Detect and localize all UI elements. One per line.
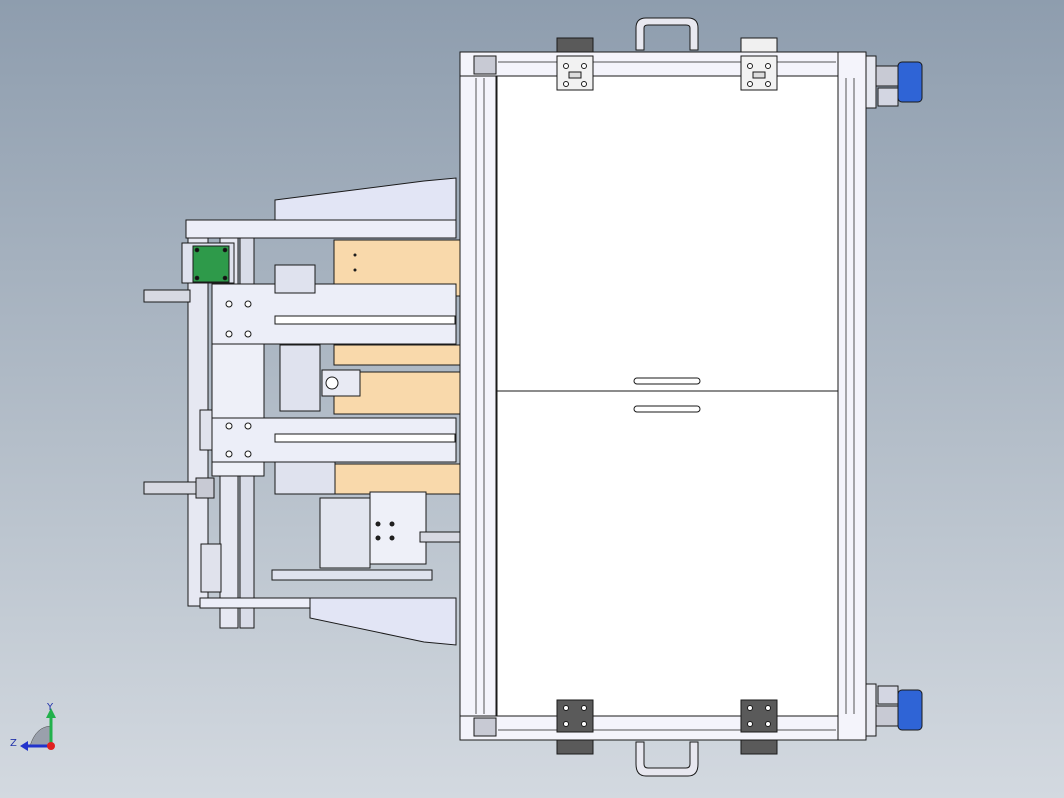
coordinate-triad: Y Z xyxy=(10,702,56,751)
motor-bolt-icon xyxy=(222,275,228,281)
hinge-icon xyxy=(556,699,594,755)
top-bracket-bar xyxy=(185,219,457,239)
x-axis-dot xyxy=(47,742,55,750)
hinge-icon xyxy=(556,37,594,91)
lower-linkage xyxy=(319,497,371,569)
wood-block-4 xyxy=(333,463,461,495)
caster-wheel-icon xyxy=(865,55,923,109)
sensor-box xyxy=(200,543,222,593)
wood-pin-icon xyxy=(353,268,357,272)
wood-block-2 xyxy=(333,344,461,366)
upper-slider-arm xyxy=(211,283,457,345)
upper-slider-slot xyxy=(274,315,456,325)
motor-bolt-icon xyxy=(194,247,200,253)
frame-right-profile xyxy=(837,51,867,741)
stepper-motor-icon xyxy=(192,245,230,283)
upper-shaft xyxy=(143,289,191,303)
hinges xyxy=(556,37,778,755)
bottom-carry-handle-icon[interactable] xyxy=(635,741,699,777)
y-axis-label: Y xyxy=(46,702,54,713)
hinge-icon xyxy=(740,699,778,755)
frame-top-profile xyxy=(459,51,867,77)
casters xyxy=(865,55,923,737)
y-axis-head xyxy=(46,708,56,718)
bearing-icon xyxy=(325,376,339,390)
linkage-block xyxy=(274,461,336,495)
center-mount-plate xyxy=(211,343,265,419)
frame-left-profile xyxy=(459,51,497,741)
bottom-rail xyxy=(271,569,433,581)
main-frame xyxy=(459,17,867,777)
lower-door-panel xyxy=(496,390,839,717)
handle-icon[interactable] xyxy=(633,405,701,413)
linkage-block xyxy=(274,264,316,294)
left-mechanism-assembly xyxy=(143,177,461,646)
lower-slider-slot xyxy=(274,433,456,443)
bottom-bracket-bar xyxy=(199,597,311,609)
lower-shaft-collar xyxy=(195,477,215,499)
lower-carriage-plate xyxy=(369,491,427,565)
top-gusset-plate xyxy=(274,177,457,226)
top-carry-handle-icon[interactable] xyxy=(635,17,699,51)
wood-pin-icon xyxy=(353,253,357,257)
slider-bolts xyxy=(225,300,252,458)
linkage-block xyxy=(279,344,321,412)
corner-bracket-icon xyxy=(473,55,497,75)
mount-plate-lower xyxy=(211,461,265,477)
z-axis-label: Z xyxy=(10,738,17,749)
z-axis-head xyxy=(20,741,28,751)
corner-bracket-icon xyxy=(473,717,497,737)
motor-bolt-icon xyxy=(222,247,228,253)
handle-icon[interactable] xyxy=(633,377,701,385)
lower-shaft-rod xyxy=(419,531,461,543)
upper-door-panel xyxy=(496,75,839,392)
motor-bolt-icon xyxy=(194,275,200,281)
frame-bottom-profile xyxy=(459,715,867,741)
bottom-gusset-plate xyxy=(309,597,457,646)
carriage-bolts xyxy=(375,521,395,541)
hinge-icon xyxy=(740,37,778,91)
caster-wheel-icon xyxy=(865,683,923,737)
sensor-box xyxy=(199,409,213,451)
